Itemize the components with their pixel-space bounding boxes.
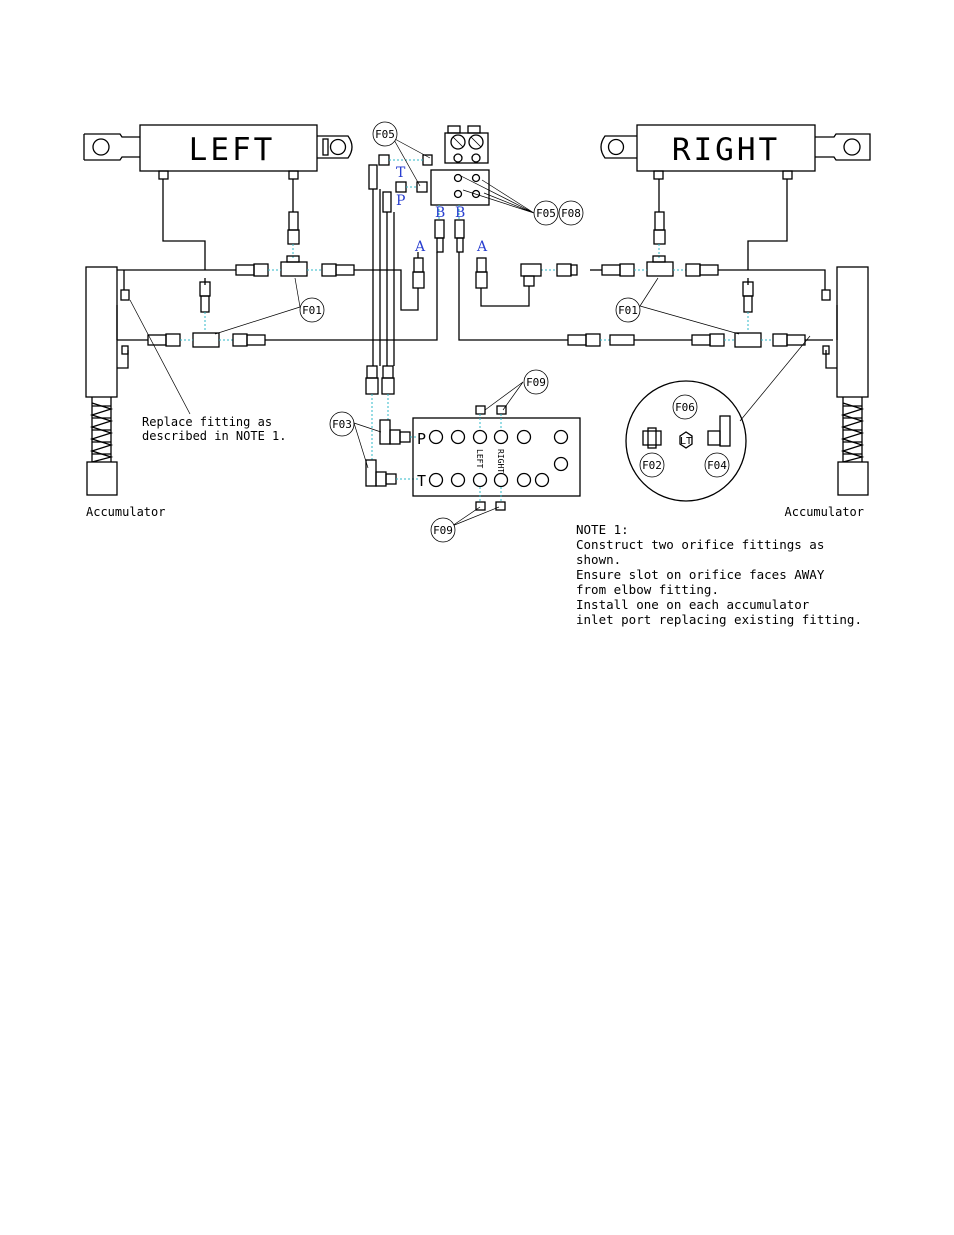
- right-hoses: [458, 179, 833, 348]
- note-line-1: Construct two orifice fittings as: [576, 537, 824, 552]
- right-accumulator: Accumulator: [785, 266, 869, 519]
- replace-fitting-note: Replace fitting as described in NOTE 1.: [142, 415, 287, 443]
- svg-text:F01: F01: [302, 304, 322, 317]
- manifold-left-label: LEFT: [475, 449, 484, 468]
- right-accumulator-label: Accumulator: [785, 505, 864, 519]
- replace-note-line-2: described in NOTE 1.: [142, 429, 287, 443]
- left-accumulator: Accumulator: [85, 266, 165, 519]
- svg-text:F03: F03: [332, 418, 352, 431]
- note-line-2: shown.: [576, 552, 621, 567]
- svg-text:F09: F09: [526, 376, 546, 389]
- callout-f02: F02: [639, 452, 665, 478]
- manifold-hoses: [365, 340, 418, 487]
- valve-block: [416, 125, 490, 253]
- svg-text:F05: F05: [375, 128, 395, 141]
- note-line-6: inlet port replacing existing fitting.: [576, 612, 862, 627]
- port-t: T: [396, 165, 406, 181]
- svg-text:F08: F08: [561, 207, 581, 220]
- port-p: P: [396, 193, 405, 209]
- note-line-4: from elbow fitting.: [576, 582, 719, 597]
- detail-center-label: LT: [680, 436, 692, 447]
- left-cylinder-label: LEFT: [189, 132, 276, 168]
- left-accumulator-label: Accumulator: [86, 505, 165, 519]
- svg-text:F01: F01: [618, 304, 638, 317]
- svg-text:F02: F02: [642, 459, 662, 472]
- note-1: NOTE 1: Construct two orifice fittings a…: [576, 522, 862, 627]
- callout-f01-right: F01: [615, 297, 641, 323]
- callout-f09-top: F09: [523, 369, 549, 395]
- callout-f06: F06: [672, 394, 698, 420]
- svg-text:F04: F04: [707, 459, 727, 472]
- orifice-detail: LT: [625, 335, 811, 502]
- manifold: P T LEFT RIGHT: [412, 405, 581, 511]
- svg-text:F05: F05: [536, 207, 556, 220]
- manifold-ports: [428, 429, 569, 488]
- right-cylinder: RIGHT: [600, 124, 871, 180]
- note-line-5: Install one on each accumulator: [576, 597, 810, 612]
- callout-f08: F08: [558, 200, 584, 226]
- callout-f09-bottom: F09: [430, 517, 456, 543]
- port-letters: T P B B A A: [396, 165, 488, 255]
- callout-f05-top: F05: [372, 121, 398, 147]
- note-title: NOTE 1:: [576, 522, 629, 537]
- replace-note-line-1: Replace fitting as: [142, 415, 272, 429]
- callout-f03: F03: [329, 411, 355, 437]
- port-a-right: A: [476, 239, 488, 255]
- callout-bubbles: F05 F05 F08 F01 F01 F03 F09 F09: [299, 121, 730, 543]
- manifold-p-port: P: [417, 430, 426, 448]
- valve-side-fittings: [368, 154, 423, 340]
- port-a-left: A: [414, 239, 426, 255]
- callout-f04: F04: [704, 452, 730, 478]
- svg-text:F09: F09: [433, 524, 453, 537]
- left-cylinder: LEFT: [83, 124, 353, 180]
- port-b-left: B: [435, 205, 445, 221]
- manifold-right-label: RIGHT: [496, 449, 505, 473]
- port-b-right: B: [455, 205, 465, 221]
- manifold-t-port: T: [417, 472, 426, 490]
- svg-text:F06: F06: [675, 401, 695, 414]
- left-hoses: [86, 179, 438, 348]
- callout-f01-left: F01: [299, 297, 325, 323]
- note-line-3: Ensure slot on orifice faces AWAY: [576, 567, 825, 582]
- right-cylinder-label: RIGHT: [672, 132, 780, 168]
- leader-lines: [129, 137, 740, 527]
- callout-f05-side: F05: [533, 200, 559, 226]
